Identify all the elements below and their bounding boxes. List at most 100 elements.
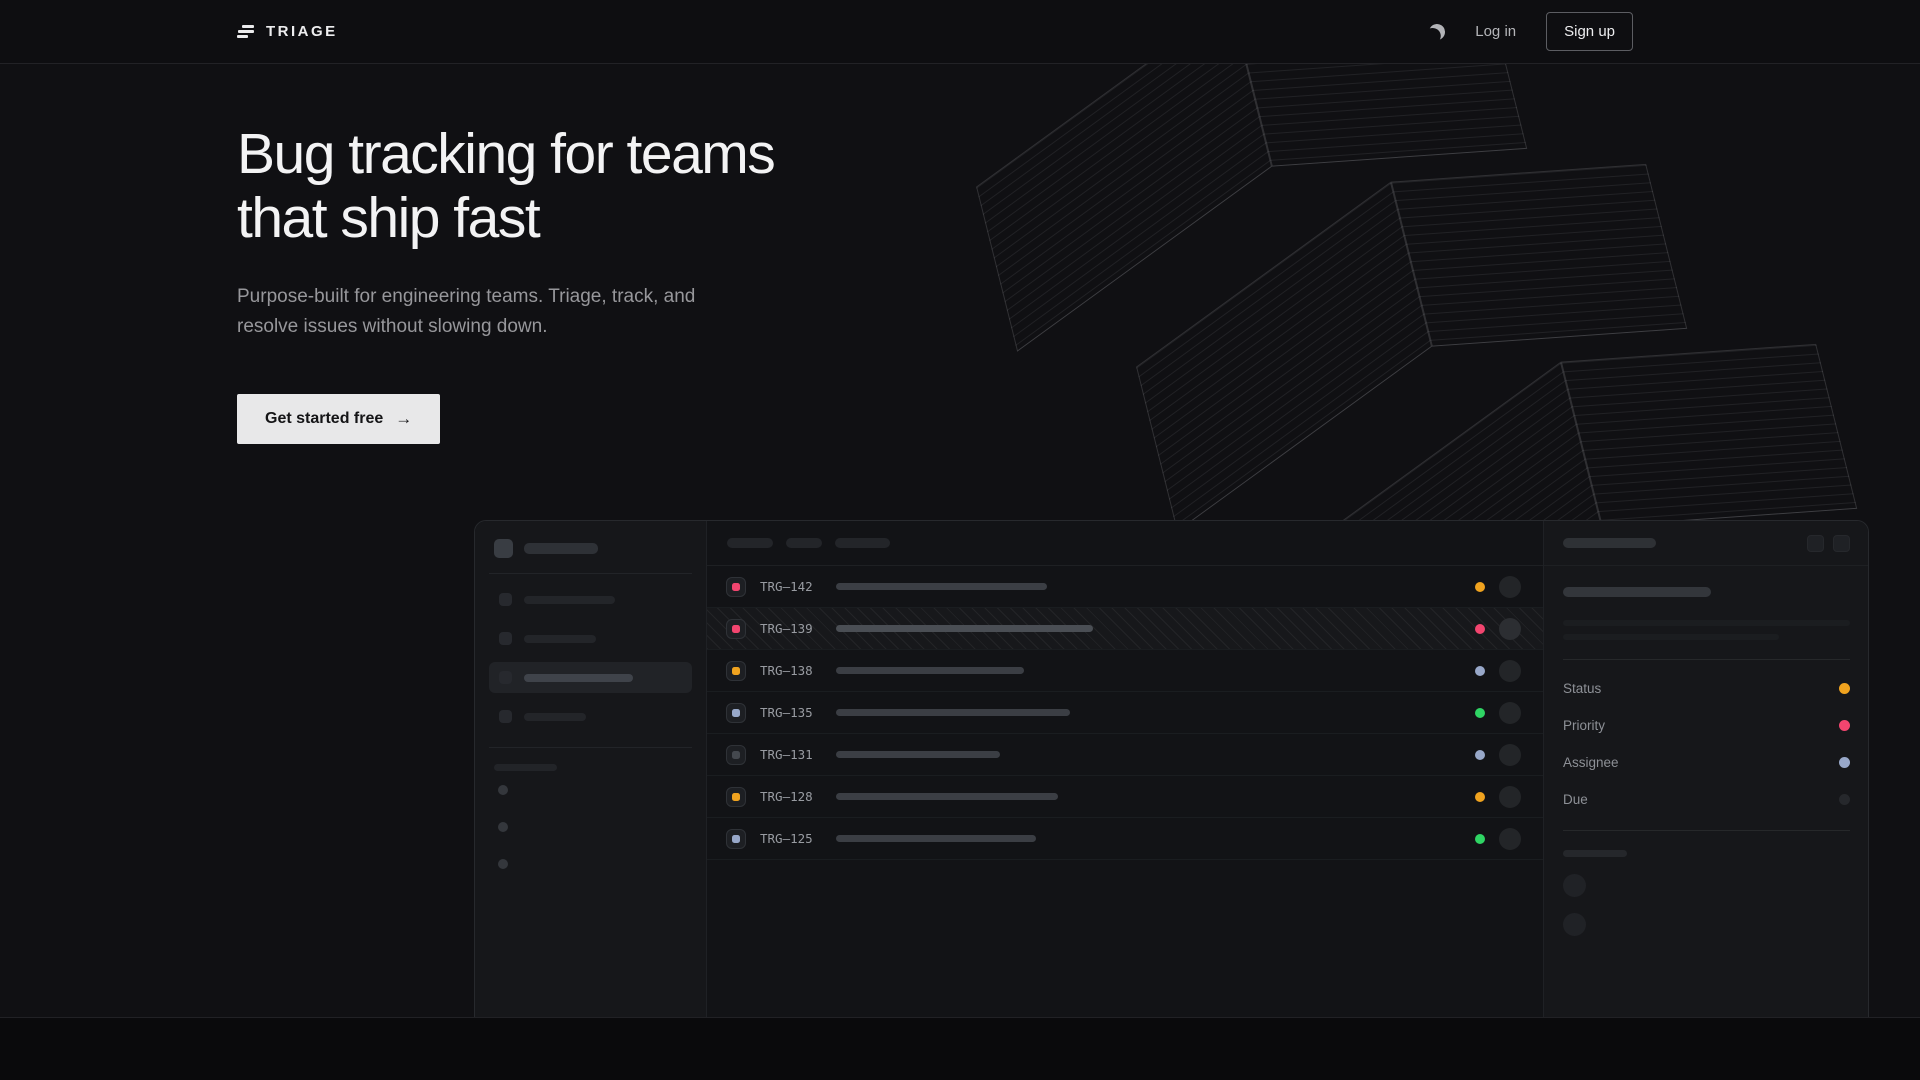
sidebar-section-label-placeholder bbox=[494, 764, 557, 771]
hero-title: Bug tracking for teams that ship fast bbox=[237, 122, 776, 250]
field-label: Assignee bbox=[1563, 755, 1619, 770]
comment-avatar-placeholder bbox=[1563, 913, 1586, 936]
hero-content: Bug tracking for teams that ship fast Pu… bbox=[0, 64, 1920, 1017]
assignee-avatar bbox=[1499, 575, 1521, 598]
sidebar-label-dot bbox=[498, 785, 508, 795]
issue-type-icon bbox=[726, 828, 746, 849]
status-dot bbox=[1475, 623, 1485, 634]
field-value-dot bbox=[1839, 757, 1850, 768]
detail-field-due[interactable]: Due bbox=[1563, 781, 1850, 818]
filter-tab-placeholder[interactable] bbox=[727, 538, 773, 548]
workspace-avatar bbox=[494, 539, 513, 558]
issue-title-placeholder bbox=[836, 751, 1000, 758]
issue-type-dot bbox=[732, 624, 740, 633]
issue-id: TRG–139 bbox=[760, 621, 813, 636]
status-dot bbox=[1475, 707, 1485, 718]
issue-id: TRG–125 bbox=[760, 831, 813, 846]
issue-type-dot bbox=[732, 708, 740, 717]
moon-icon[interactable] bbox=[1428, 22, 1447, 41]
issue-title-placeholder bbox=[836, 793, 1058, 800]
issue-type-icon bbox=[726, 744, 746, 765]
issue-type-dot bbox=[732, 750, 740, 759]
field-label: Due bbox=[1563, 792, 1588, 807]
detail-field-status[interactable]: Status bbox=[1563, 670, 1850, 707]
issue-row[interactable]: TRG–142 bbox=[707, 566, 1543, 608]
sidebar-nav-item[interactable] bbox=[489, 584, 692, 615]
field-value-dot bbox=[1839, 794, 1850, 805]
issue-type-icon bbox=[726, 786, 746, 807]
preview-sidebar bbox=[475, 521, 707, 1017]
divider bbox=[1563, 830, 1850, 831]
filter-tab-placeholder[interactable] bbox=[835, 538, 890, 548]
issue-row[interactable]: TRG–138 bbox=[707, 650, 1543, 692]
issue-type-icon bbox=[726, 660, 746, 681]
issue-type-icon bbox=[726, 618, 746, 639]
issue-row[interactable]: TRG–125 bbox=[707, 818, 1543, 860]
nav-item-icon-placeholder bbox=[499, 593, 512, 606]
issue-id: TRG–131 bbox=[760, 747, 813, 762]
arrow-right-icon: → bbox=[395, 409, 413, 428]
issue-description-placeholder bbox=[1563, 634, 1779, 640]
nav-item-label-placeholder bbox=[524, 673, 633, 682]
panel-action-button[interactable] bbox=[1807, 534, 1824, 552]
issue-id: TRG–138 bbox=[760, 663, 813, 678]
issue-title-placeholder bbox=[836, 667, 1024, 674]
issue-row[interactable]: TRG–131 bbox=[707, 734, 1543, 776]
divider bbox=[489, 747, 692, 748]
activity-section-label-placeholder bbox=[1563, 850, 1627, 857]
issue-type-dot bbox=[732, 792, 740, 801]
issue-type-icon bbox=[726, 576, 746, 597]
footer-strip bbox=[0, 1018, 1920, 1079]
assignee-avatar bbox=[1499, 827, 1521, 850]
issue-row[interactable]: TRG–135 bbox=[707, 692, 1543, 734]
nav-item-label-placeholder bbox=[524, 634, 596, 643]
issue-type-dot bbox=[732, 582, 740, 591]
login-link[interactable]: Log in bbox=[1475, 23, 1517, 40]
sidebar-nav-item[interactable] bbox=[489, 701, 692, 732]
issue-id: TRG–135 bbox=[760, 705, 813, 720]
detail-field-priority[interactable]: Priority bbox=[1563, 707, 1850, 744]
sidebar-label-dot bbox=[498, 859, 508, 869]
issue-id: TRG–128 bbox=[760, 789, 813, 804]
issue-title-placeholder bbox=[836, 583, 1047, 590]
assignee-avatar bbox=[1499, 785, 1521, 808]
issue-type-dot bbox=[732, 666, 740, 675]
issue-type-dot bbox=[732, 834, 740, 843]
sidebar-label-dot bbox=[498, 822, 508, 832]
detail-panel-header bbox=[1544, 521, 1868, 566]
field-value-dot bbox=[1839, 720, 1850, 731]
workspace-switcher[interactable] bbox=[489, 535, 692, 558]
panel-action-button[interactable] bbox=[1833, 534, 1850, 552]
assignee-avatar bbox=[1499, 701, 1521, 724]
filter-tab-placeholder[interactable] bbox=[786, 538, 822, 548]
sidebar-nav-item[interactable] bbox=[489, 662, 692, 693]
issue-type-icon bbox=[726, 702, 746, 723]
issue-title-placeholder bbox=[1563, 587, 1711, 597]
sidebar-nav-item[interactable] bbox=[489, 623, 692, 654]
signup-button[interactable]: Sign up bbox=[1546, 12, 1633, 51]
issue-row[interactable]: TRG–139 bbox=[707, 608, 1543, 650]
cta-label: Get started free bbox=[265, 410, 384, 427]
panel-title-placeholder bbox=[1563, 538, 1656, 548]
issue-row[interactable]: TRG–128 bbox=[707, 776, 1543, 818]
field-value-dot bbox=[1839, 683, 1850, 694]
issue-list-header bbox=[707, 521, 1543, 566]
assignee-avatar bbox=[1499, 617, 1521, 640]
brand-name: TRIAGE bbox=[266, 23, 338, 40]
navbar: TRIAGE Log in Sign up bbox=[0, 0, 1920, 64]
assignee-avatar bbox=[1499, 743, 1521, 766]
triage-logo-icon bbox=[237, 25, 255, 38]
issue-id: TRG–142 bbox=[760, 579, 813, 594]
field-label: Priority bbox=[1563, 718, 1606, 733]
issue-description-placeholder bbox=[1563, 620, 1850, 626]
detail-field-assignee[interactable]: Assignee bbox=[1563, 744, 1850, 781]
get-started-button[interactable]: Get started free → bbox=[237, 394, 441, 444]
issue-title-placeholder bbox=[836, 835, 1036, 842]
divider bbox=[489, 573, 692, 574]
brand-logo[interactable]: TRIAGE bbox=[237, 23, 338, 40]
nav-actions: Log in Sign up bbox=[1429, 12, 1633, 51]
